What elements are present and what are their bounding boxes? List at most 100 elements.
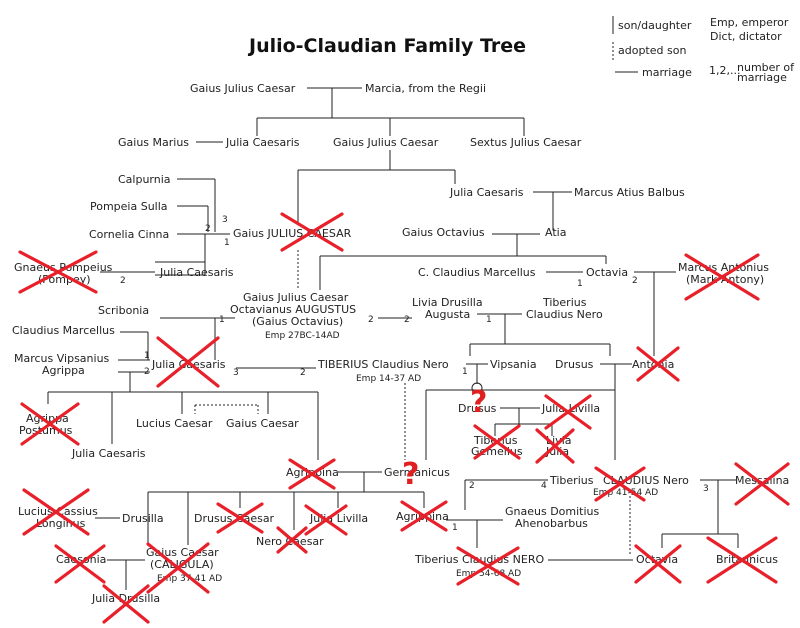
person-julius-caesar: Gaius JULIUS CAESAR (233, 227, 352, 240)
connector-lines (47, 87, 739, 590)
marriage-number: 1 (577, 279, 583, 289)
red-x-cross-icon (734, 462, 790, 506)
person-augustus-line3: (Gaius Octavius) (252, 315, 343, 328)
marriage-number: 2 (404, 315, 410, 325)
red-x-cross-icon (634, 544, 682, 584)
red-x-cross-icon (156, 336, 220, 388)
person-julia-drusilla: Julia Drusilla (91, 592, 160, 605)
person-lucius-cassius-2: Longinus (36, 517, 86, 530)
person-tiberius-gemellus-2: Gemellus (471, 445, 523, 458)
person-ahenobarbus-2: Ahenobarbus (515, 517, 588, 530)
red-x-cross-icon (456, 546, 520, 586)
red-x-cross-icon (20, 402, 80, 446)
legend: son/daughter adopted son marriage Emp, e… (612, 16, 795, 84)
red-x-cross-icon (304, 504, 348, 536)
legend-number-desc-1: number of (737, 61, 795, 74)
person-drusus-jr: Drusus (458, 402, 497, 415)
person-c-claudius-marcellus: C. Claudius Marcellus (418, 266, 536, 279)
question-mark: ? (470, 385, 487, 420)
marriage-number: 1 (462, 367, 468, 377)
person-marcia: Marcia, from the Regii (365, 82, 486, 95)
marriage-number: 1 (486, 315, 492, 325)
person-cornelia-cinna: Cornelia Cinna (89, 228, 169, 241)
person-tiberius: TIBERIUS Claudius Nero (317, 358, 449, 371)
red-x-cross-icon (102, 584, 150, 624)
person-tiberius-nero-1: Tiberius (542, 296, 587, 309)
person-lucius-caesar: Lucius Caesar (136, 417, 213, 430)
person-julia-caesaris-c: Julia Caesaris (159, 266, 234, 279)
legend-emp: Emp, emperor (710, 16, 789, 29)
person-gaius-octavius: Gaius Octavius (402, 226, 485, 239)
person-gaius-marius: Gaius Marius (118, 136, 189, 149)
person-vipsania: Vipsania (490, 358, 537, 371)
person-pompeia-sulla: Pompeia Sulla (90, 200, 168, 213)
marriage-number: 4 (541, 481, 547, 491)
person-julia-caesaris-b: Julia Caesaris (449, 186, 524, 199)
red-cross-marks (18, 212, 790, 624)
red-x-cross-icon (473, 424, 521, 460)
red-x-cross-icon (22, 488, 90, 536)
person-livia-augusta: Augusta (425, 308, 470, 321)
person-gaius-julius-caesar-father: Gaius Julius Caesar (333, 136, 439, 149)
marriage-number: 2 (144, 367, 150, 377)
ring-icon (471, 382, 483, 394)
legend-dict: Dict, dictator (710, 30, 782, 43)
marriage-number: 2 (469, 481, 475, 491)
red-x-cross-icon (288, 458, 336, 490)
red-x-cross-icon (18, 250, 98, 294)
person-gaius-julius-caesar-elder: Gaius Julius Caesar (190, 82, 296, 95)
person-gaius-caesar: Gaius Caesar (226, 417, 299, 430)
person-labels: Gaius Julius Caesar Marcia, from the Reg… (12, 82, 789, 605)
red-x-cross-icon (706, 536, 778, 584)
person-tiberius-b: Tiberius (549, 474, 594, 487)
person-germanicus: Germanicus (384, 466, 450, 479)
red-x-cross-icon (276, 526, 308, 554)
person-claudius-marcellus: Claudius Marcellus (12, 324, 115, 337)
red-x-cross-icon (146, 542, 210, 594)
person-drusilla: Drusilla (122, 512, 164, 525)
marriage-number: 2 (300, 368, 306, 378)
red-overlay-marks: ? ? (402, 382, 487, 492)
person-tiberius-nero-2: Claudius Nero (526, 308, 603, 321)
person-nero: Tiberius Claudius NERO (414, 553, 544, 566)
red-x-cross-icon (684, 253, 760, 301)
red-x-cross-icon (636, 346, 680, 382)
diagram-title: Julio-Claudian Family Tree (247, 35, 526, 57)
red-x-cross-icon (544, 394, 592, 430)
red-x-cross-icon (54, 544, 106, 584)
person-julia-caesaris-d: Julia Caesaris (151, 358, 226, 371)
person-agrippa-2: Agrippa (42, 364, 85, 377)
marriage-number: 2 (120, 276, 126, 286)
marriage-number: 2 (205, 224, 211, 234)
person-scribonia: Scribonia (98, 304, 149, 317)
person-marcus-atius-balbus: Marcus Atius Balbus (574, 186, 685, 199)
legend-number: 1,2,... (709, 64, 740, 77)
person-atia: Atia (545, 226, 566, 239)
marriage-number: 3 (233, 368, 239, 378)
person-drusus-caesar: Drusus Caesar (194, 512, 275, 525)
person-claudius-reign: Emp 41-54 AD (593, 488, 658, 498)
person-agrippa-postumus-2: Postumus (19, 424, 73, 437)
person-agrippa-1: Marcus Vipsanius (14, 352, 110, 365)
red-x-cross-icon (535, 428, 575, 464)
marriage-number: 2 (368, 315, 374, 325)
marriage-number: 1 (219, 315, 225, 325)
legend-adopted-son: adopted son (618, 44, 686, 57)
person-augustus-line2: Octavianus AUGUSTUS (230, 303, 356, 316)
legend-son-daughter: son/daughter (618, 19, 692, 32)
person-augustus-line1: Gaius Julius Caesar (243, 291, 349, 304)
red-x-cross-icon (594, 466, 646, 502)
person-ahenobarbus-1: Gnaeus Domitius (505, 505, 600, 518)
person-calpurnia: Calpurnia (118, 173, 171, 186)
person-drusus: Drusus (555, 358, 594, 371)
question-mark: ? (402, 457, 419, 492)
marriage-number: 3 (703, 484, 709, 494)
red-x-cross-icon (280, 212, 344, 252)
marriage-number: 1 (452, 523, 458, 533)
person-octavia-a: Octavia (586, 266, 628, 279)
marriage-number: 1 (224, 238, 230, 248)
person-britannicus: Britannicus (716, 553, 778, 566)
person-julia-caesaris-a: Julia Caesaris (225, 136, 300, 149)
marriage-number: 1 (144, 351, 150, 361)
person-messalina: Messalina (735, 474, 789, 487)
